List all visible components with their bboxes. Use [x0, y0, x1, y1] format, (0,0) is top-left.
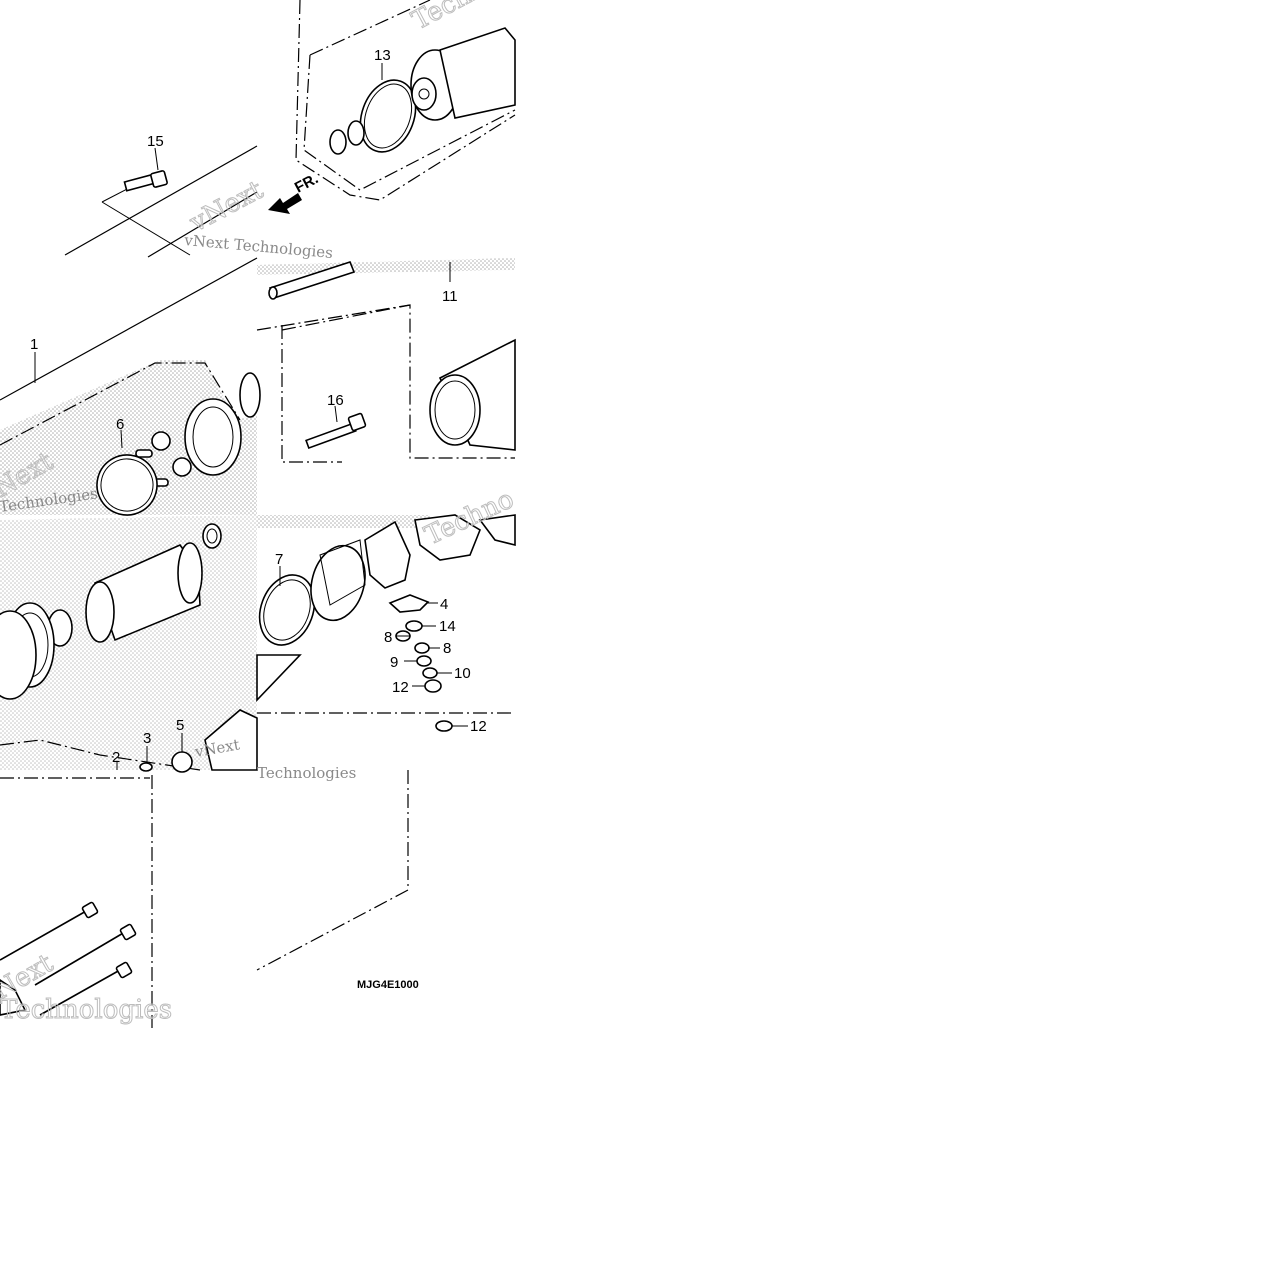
callout-12a: 12: [392, 679, 409, 696]
callout-6: 6: [116, 416, 124, 433]
bolt-15: [123, 147, 168, 192]
tile-mid-left: Next Technologies: [0, 257, 261, 516]
yoke-housing: [429, 338, 516, 451]
tile-bottom-center: MJG4E1000: [256, 770, 419, 991]
watermark-text: vNext Technologies: [183, 231, 334, 262]
callout-8a: 8: [384, 629, 392, 646]
svg-text:Technologies: Technologies: [257, 764, 356, 782]
bolt-16: [305, 405, 367, 449]
callout-7: 7: [275, 551, 283, 568]
callout-11: 11: [442, 288, 458, 305]
callout-5: 5: [176, 717, 184, 734]
reference-code: MJG4E1000: [357, 979, 419, 991]
tile-top-middle: FR. Technologies: [268, 0, 574, 214]
callout-2: 2: [112, 749, 120, 766]
callout-13: 13: [374, 47, 391, 64]
callouts: 13 15 11 1 16 6 7 4 8 14 8 9 10 12 12 2 …: [30, 47, 487, 766]
front-cover: [410, 27, 516, 121]
armature-shaft: [268, 261, 356, 300]
callout-3: 3: [143, 730, 151, 747]
callout-12b: 12: [470, 718, 487, 735]
callout-9: 9: [390, 654, 398, 671]
callout-15: 15: [147, 133, 164, 150]
callout-1: 1: [30, 336, 38, 353]
callout-14: 14: [439, 618, 456, 635]
watermark-text: Technologies: [407, 0, 573, 36]
washer-stack: [388, 594, 468, 732]
through-bolts: [0, 901, 137, 1016]
armature: [85, 523, 222, 643]
tile-center: [256, 258, 516, 463]
callout-8b: 8: [443, 640, 451, 657]
tile-bottom-left: Next Technologies: [0, 775, 173, 1028]
direction-arrow: FR.: [268, 170, 321, 214]
callout-10: 10: [454, 665, 471, 682]
tile-lower-left: vNext: [0, 515, 258, 773]
svg-text:Technologies: Technologies: [0, 995, 172, 1025]
svg-text:vNext: vNext: [184, 175, 268, 239]
callout-4: 4: [440, 596, 448, 613]
tile-lower-center: Technologies Techno: [256, 484, 519, 782]
callout-16: 16: [327, 392, 344, 409]
direction-label: FR.: [292, 170, 321, 196]
